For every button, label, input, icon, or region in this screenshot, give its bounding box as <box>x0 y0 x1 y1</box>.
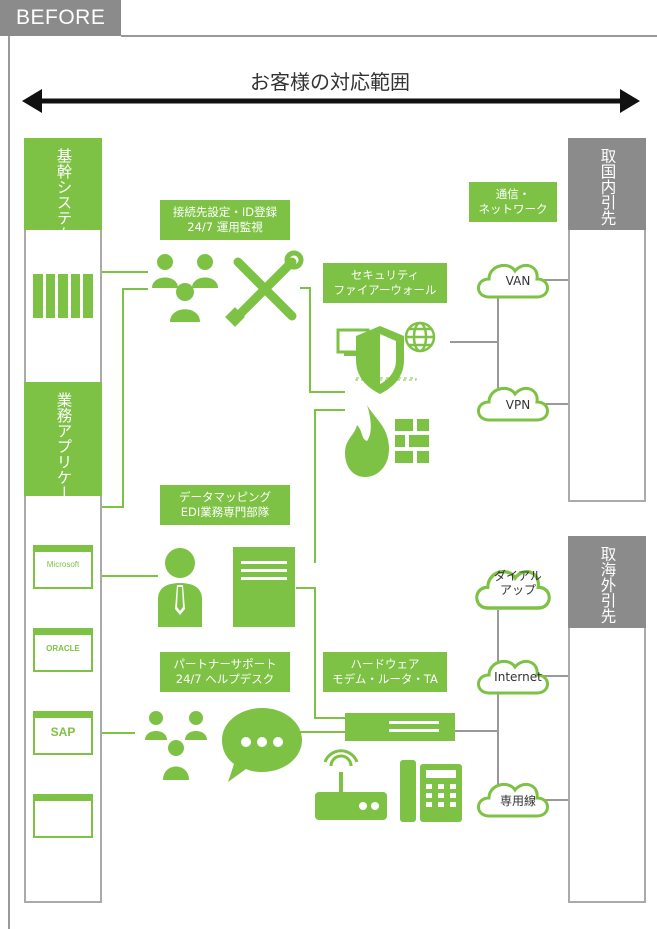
scope-arrow <box>22 89 640 113</box>
microsoft-app-label: Microsoft <box>46 560 80 569</box>
domestic-partner-header: 取国内引先 <box>568 138 646 230</box>
security-label: セキュリティファイアーウォール <box>323 263 447 303</box>
green-connectors <box>99 271 345 734</box>
frame-top-line <box>121 35 657 37</box>
people-icon <box>152 254 218 322</box>
left-system-column <box>24 138 102 903</box>
phone-icon <box>400 760 462 822</box>
frame-left-line <box>8 36 10 929</box>
before-tag: BEFORE <box>0 0 121 36</box>
chat-icon <box>222 708 302 782</box>
oracle-app: ORACLE <box>33 628 93 672</box>
cloud-dialup-label-1: ダイアル <box>494 568 542 583</box>
core-system-header: 基幹システム <box>24 138 102 241</box>
cloud-van-label: VAN <box>506 274 531 288</box>
scope-title: お客様の対応範囲 <box>250 70 410 94</box>
microsoft-app: Microsoft <box>33 545 93 589</box>
cloud-icon: VAN VPN ダイアル アップ Internet 専用線 <box>475 263 551 818</box>
core-system-modules <box>33 274 93 318</box>
cloud-dialup-label-2: アップ <box>500 583 536 597</box>
shield-icon <box>336 326 417 394</box>
hardware-label: ハードウェアモデム・ルータ・TA <box>323 652 447 692</box>
router-icon <box>345 713 455 741</box>
globe-icon <box>404 321 436 353</box>
sap-app-label: SAP <box>50 725 76 739</box>
firewall-icon <box>345 405 429 477</box>
cloud-dedicated-label: 専用線 <box>500 793 536 808</box>
network-label: 通信・ネットワーク <box>469 182 557 222</box>
sap-app: SAP <box>33 711 93 755</box>
cloud-internet-label: Internet <box>494 670 542 684</box>
modem-icon <box>315 749 387 820</box>
other-app <box>33 794 93 838</box>
support-people-icon <box>145 711 207 780</box>
operator-icon <box>158 548 202 627</box>
network-lines <box>450 279 572 801</box>
server-icon <box>233 547 295 627</box>
cloud-vpn-label: VPN <box>506 398 530 412</box>
overseas-partner-header: 取海外引先 <box>568 536 646 628</box>
oracle-app-label: ORACLE <box>46 644 80 653</box>
business-app-header: 業務アプリケーション <box>24 382 102 547</box>
tools-icon <box>225 250 304 327</box>
